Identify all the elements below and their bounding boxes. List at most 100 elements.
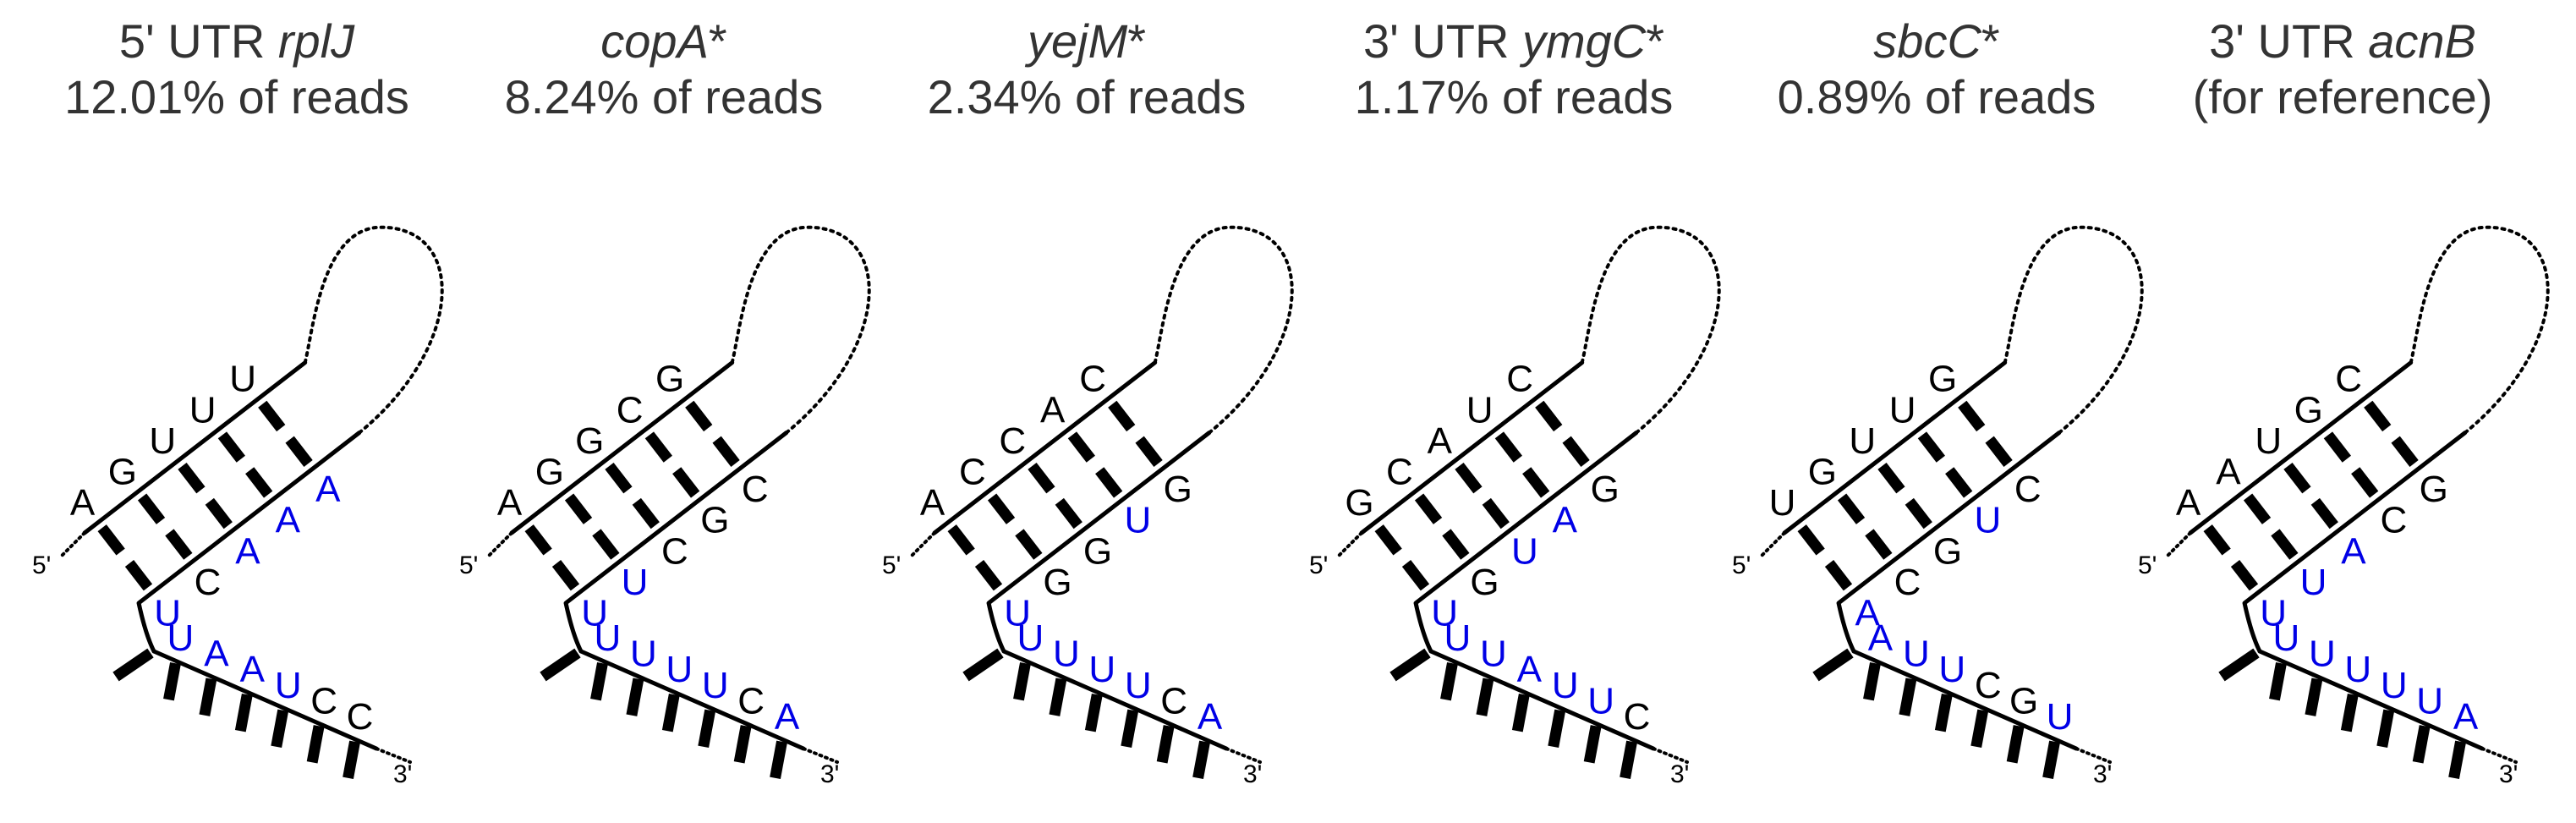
base-pair-bar [1824, 560, 1853, 591]
tail-bar [1013, 661, 1031, 701]
tail-base: U [2047, 696, 2074, 738]
base-pair-bar [1985, 436, 2013, 468]
panel-subtitle: 8.24% of reads [505, 70, 824, 123]
bend-stub-bar [962, 648, 1004, 682]
five-prime-label: 5' [459, 551, 478, 579]
stem-left-base: C [2335, 359, 2362, 400]
three-prime-label: 3' [1243, 760, 1262, 788]
stem-left-base: U [1849, 420, 1876, 462]
tail-base: U [595, 617, 622, 659]
tail-base: U [1903, 634, 1930, 675]
bend-stub-bar [1812, 648, 1854, 682]
stem-right-base: G [1591, 469, 1620, 510]
tail-bar [2006, 725, 2025, 764]
panel-subtitle: (for reference) [2193, 70, 2493, 123]
stem-right-strand [986, 431, 1212, 654]
tail-base: A [2453, 696, 2479, 738]
base-pair-bar [217, 431, 245, 463]
stem-right-base: U [1004, 592, 1031, 634]
tail-bar [698, 709, 716, 748]
stem-right-base: A [235, 530, 260, 572]
tail-base: A [1198, 696, 1223, 738]
stem-left-base: A [2216, 452, 2241, 493]
tail-bar [163, 661, 181, 701]
base-pair-bar [2271, 529, 2299, 560]
stem-left-base: C [1506, 359, 1533, 400]
tail-base: U [1444, 617, 1472, 659]
bend-stub-bar [2218, 648, 2260, 682]
base-pair-bar [258, 400, 286, 432]
stem-right-base: A [315, 469, 341, 510]
gene-name: ymgC [1519, 14, 1647, 68]
hairpin-loop [303, 225, 444, 435]
title-suffix: * [1981, 14, 2000, 68]
base-pair-bar [2364, 400, 2392, 432]
base-pair-bar [632, 497, 660, 529]
hairpin-loop [1153, 225, 1294, 435]
five-prime-tail [2165, 531, 2192, 558]
stem-left-base: C [959, 452, 986, 493]
base-pair-bar [124, 560, 153, 591]
stem-left-base: G [1808, 452, 1837, 493]
base-pair-bar [1374, 524, 1402, 556]
base-pair-bar [605, 462, 633, 494]
tail-base: C [737, 680, 765, 721]
gene-name: yejM [1024, 14, 1128, 68]
base-pair-bar [1028, 462, 1055, 494]
base-pair-bar [2310, 497, 2338, 529]
base-pair-bar [1522, 467, 1550, 498]
stem-left-strand [509, 360, 735, 535]
stem-right-base: G [700, 500, 729, 541]
tail-base: U [702, 665, 729, 706]
tail-bar [306, 725, 325, 764]
base-pair-bar [1877, 462, 1905, 494]
base-pair-bar [987, 493, 1016, 524]
bend-stub-bar [540, 648, 581, 682]
base-pair-bar [1797, 524, 1825, 556]
panel-subtitle: 12.01% of reads [64, 70, 409, 123]
title-prefix: 3' UTR [1363, 14, 1522, 68]
stem-right-base: U [154, 592, 181, 634]
base-pair-bar [1837, 493, 1866, 524]
base-pair-bar [1414, 493, 1443, 524]
tail-bar [1863, 661, 1881, 701]
tail-base: C [1624, 696, 1651, 738]
stem-right-base: C [1894, 562, 1921, 603]
panel-title: sbcC* [1873, 14, 1999, 68]
three-prime-tail [1652, 747, 1689, 764]
panel-subtitle: 0.89% of reads [1778, 70, 2096, 123]
tail-base: C [1975, 665, 2002, 706]
stem-left-base: G [2294, 389, 2323, 431]
gene-name: copA [600, 14, 709, 68]
stem-right-base: U [622, 562, 649, 603]
stem-left-base: G [655, 359, 684, 400]
stem-right-base: U [2260, 592, 2287, 634]
base-pair-bar [165, 529, 193, 560]
three-prime-tail [2075, 747, 2112, 764]
stem-left-base: A [70, 482, 96, 524]
base-pair-bar [1067, 431, 1095, 463]
tail-bar [2448, 740, 2466, 780]
tail-bar [590, 661, 608, 701]
base-pair-bar [1442, 529, 1470, 560]
three-prime-tail [2480, 747, 2518, 764]
tail-strand [578, 649, 806, 751]
base-pair-bar [947, 524, 975, 556]
tail-base: A [1868, 617, 1894, 659]
tail-base: U [1552, 665, 1579, 706]
tail-bar [2340, 694, 2359, 732]
base-pair-bar [1482, 497, 1510, 529]
hairpin-loop [2003, 225, 2144, 435]
stem-right-base: U [1124, 500, 1151, 541]
five-prime-label: 5' [882, 551, 901, 579]
base-pair-bar [1917, 431, 1945, 463]
base-pair-bar [2243, 493, 2272, 524]
panel-title: 3' UTR ymgC* [1363, 14, 1664, 68]
tail-bar [1121, 709, 1139, 748]
tail-bar [626, 678, 644, 716]
base-pair-bar [2323, 431, 2351, 463]
tail-strand [151, 649, 379, 751]
stem-left-base: U [229, 359, 256, 400]
stem-left-base: C [999, 420, 1026, 462]
